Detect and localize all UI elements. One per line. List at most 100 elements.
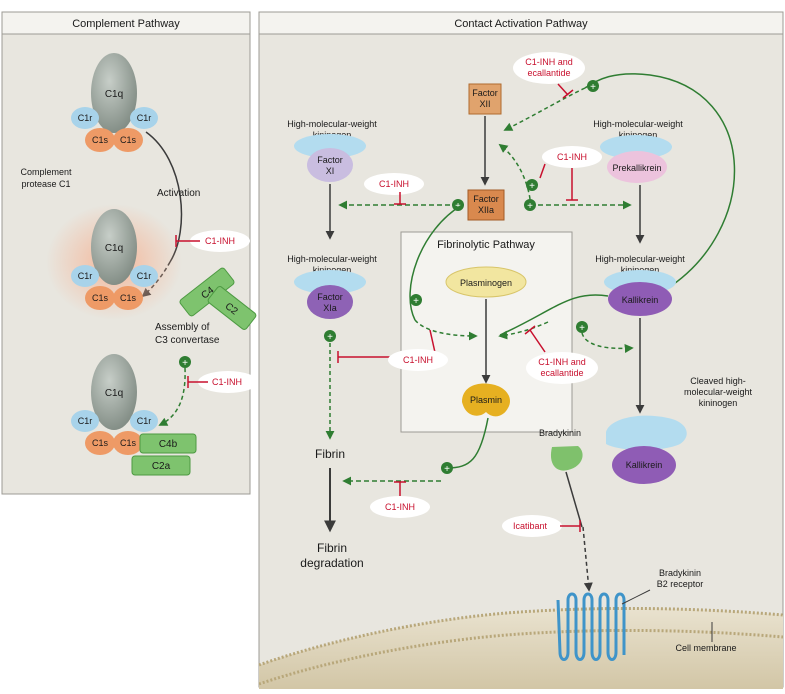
contact-header: Contact Activation Pathway — [454, 18, 588, 30]
plasminogen-label: Plasminogen — [460, 278, 512, 288]
c1q-label: C1q — [105, 243, 123, 254]
bradykinin-node — [550, 446, 583, 471]
factor-xii-label: Factor — [472, 88, 498, 98]
cleaved-hmwk-label: molecular-weight — [684, 387, 753, 397]
bradykinin-to-receptor-line — [565, 471, 583, 528]
cell-membrane-outer-edge — [258, 606, 784, 667]
plus-glyph: + — [527, 201, 533, 212]
c1inh-ecallantide-badge — [526, 352, 598, 384]
plus-glyph: + — [327, 332, 333, 343]
inhibit-line — [529, 329, 546, 353]
c1inh-label: C1-INH — [205, 236, 235, 246]
c2a-box — [131, 455, 191, 476]
c1inh-badge — [370, 496, 430, 518]
c1q-node — [91, 209, 137, 285]
c1inh-label: C1-INH — [557, 152, 587, 162]
factor-xi-label: XI — [326, 166, 335, 176]
activation-plus-icon — [441, 462, 453, 474]
c2a-label: C2a — [152, 461, 171, 472]
inhibit-bar — [562, 89, 574, 99]
factor-xia-label: Factor — [317, 292, 343, 302]
plasmin-node — [462, 383, 510, 417]
plus-glyph: + — [579, 323, 585, 334]
c1inh-label: C1-INH — [385, 502, 415, 512]
factor-xii-label: XII — [479, 99, 490, 109]
plus-glyph: + — [182, 358, 188, 369]
b2-receptor-pointer — [621, 589, 651, 605]
complement-c1-complex-2: C1q C1r C1r C1s C1s — [71, 209, 158, 310]
activation-plus-icon — [524, 199, 536, 211]
icatibant-label: Icatibant — [513, 521, 548, 531]
factor-xii-box — [468, 83, 502, 115]
c1r-label: C1r — [78, 271, 93, 281]
kallikrein-label: Kallikrein — [626, 460, 663, 470]
hmwk-label: kininogen — [619, 130, 658, 140]
assembly-arrow — [158, 367, 186, 426]
activation-plus-icon — [576, 321, 588, 333]
plus-glyph: + — [590, 82, 596, 93]
c1inh-ecallantide-label: ecallantide — [527, 68, 570, 78]
plasminogen-node — [445, 266, 527, 298]
c1inh-ecallantide-label: C1-INH and — [538, 357, 586, 367]
c1s-node-left — [85, 286, 115, 310]
kallikrein-to-plasmin-arrow — [499, 294, 609, 336]
kallikrein-to-xii-loop — [584, 73, 736, 291]
c1s-label: C1s — [92, 135, 109, 145]
inhibit-bar — [524, 325, 536, 335]
factor-xi-node — [307, 148, 353, 182]
hmwk-label: High-molecular-weight — [595, 254, 685, 264]
c1r-node-right — [130, 107, 158, 129]
c1s-node-left — [85, 431, 115, 455]
inhibit-line — [557, 83, 569, 96]
c1s-node-right — [113, 286, 143, 310]
c1q-label: C1q — [105, 388, 123, 399]
factor-xiia-label: Factor — [473, 194, 499, 204]
c1s-node-right — [113, 431, 143, 455]
factor-xia-label: XIa — [323, 303, 337, 313]
c1inh-label: C1-INH — [212, 377, 242, 387]
c1r-node-left — [71, 410, 99, 432]
c1q-label: C1q — [105, 89, 123, 100]
kallikrein-node — [612, 446, 676, 484]
kallikrein-to-xii-loop-dashed — [503, 87, 586, 131]
prekallikrein-node — [607, 151, 667, 183]
cleaved-hmwk-label: Cleaved high- — [690, 376, 746, 386]
assembly-label: C3 convertase — [155, 335, 220, 346]
bradykinin-b2-receptor — [556, 592, 626, 661]
c1s-label: C1s — [120, 293, 137, 303]
c1r-node-left — [71, 107, 99, 129]
fibrinolytic-header: Fibrinolytic Pathway — [437, 239, 535, 251]
hmwk-label: High-molecular-weight — [287, 119, 377, 129]
inhibit-line — [539, 163, 546, 179]
c1inh-badge — [364, 173, 424, 195]
factor-xia-node — [307, 285, 353, 319]
prekallikrein-label: Prekallikrein — [612, 163, 661, 173]
cell-membrane-inner-edge — [258, 628, 784, 686]
c1r-label: C1r — [137, 416, 152, 426]
complement-c1-complex-1: C1q C1r C1r C1s C1s — [71, 53, 158, 152]
b2-receptor-label: Bradykinin — [659, 568, 701, 578]
factor-xi-label: Factor — [317, 155, 343, 165]
c1r-label: C1r — [78, 416, 93, 426]
plus-glyph: + — [529, 181, 535, 192]
complement-header-bar — [1, 11, 251, 35]
c1r-node-left — [71, 265, 99, 287]
kallikrein-label: Kallikrein — [622, 295, 659, 305]
c1q-node — [91, 354, 137, 430]
c1inh-badge — [542, 146, 602, 168]
c1inh-badge — [388, 349, 448, 371]
complement-protease-label: Complement — [20, 167, 72, 177]
c1r-label: C1r — [137, 113, 152, 123]
c1s-label: C1s — [92, 438, 109, 448]
cleaved-hmwk-label: kininogen — [699, 398, 738, 408]
activation-plus-icon — [452, 199, 464, 211]
cell-membrane — [259, 608, 783, 689]
fibrin-degradation-label: Fibrin — [317, 541, 347, 555]
activation-label: Activation — [157, 188, 200, 199]
assembly-label: Assembly of — [155, 322, 210, 333]
plus-glyph: + — [444, 464, 450, 475]
xiia-to-plasmin-dashed — [414, 319, 478, 341]
plus-glyph: + — [455, 201, 461, 212]
c1inh-badge — [190, 230, 250, 252]
c1r-node-right — [130, 265, 158, 287]
